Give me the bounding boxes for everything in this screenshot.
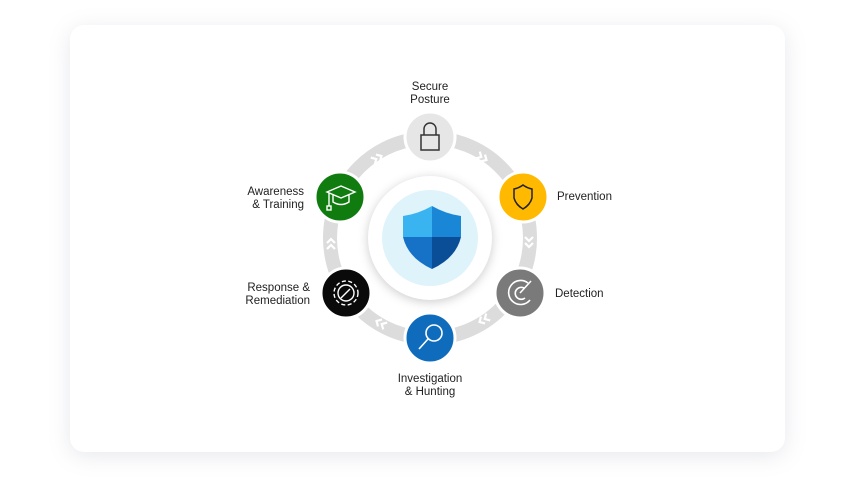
node-detection[interactable]: [493, 266, 547, 320]
node-awareness-training[interactable]: [313, 170, 367, 224]
label-line: & Training: [252, 199, 304, 211]
label-line: Response &: [247, 282, 310, 294]
magnifier-icon: [418, 324, 443, 350]
graduation-cap-icon: [325, 185, 357, 211]
node-secure-posture[interactable]: [403, 110, 457, 164]
label-prevention: Prevention: [557, 191, 612, 204]
label-secure-posture: Secure Posture: [390, 81, 470, 107]
label-line: Detection: [555, 288, 604, 300]
radar-icon: [507, 279, 532, 306]
label-line: Prevention: [557, 191, 612, 203]
chevron-arrows: [326, 151, 534, 330]
shield-outline-icon: [513, 184, 533, 210]
shield-icon: [403, 206, 461, 269]
label-investigation-hunting: Investigation & Hunting: [380, 373, 480, 399]
label-line: Awareness: [247, 186, 304, 198]
node-response-remediation[interactable]: [319, 266, 373, 320]
label-awareness-training: Awareness & Training: [214, 186, 304, 212]
node-prevention[interactable]: [496, 170, 550, 224]
label-detection: Detection: [555, 288, 604, 301]
label-line: Investigation: [397, 373, 463, 385]
lock-icon: [420, 122, 440, 151]
label-line: Posture: [410, 94, 450, 106]
node-investigation-hunting[interactable]: [403, 311, 457, 365]
label-response-remediation: Response & Remediation: [220, 282, 310, 308]
label-line: Secure: [411, 81, 449, 93]
label-line: & Hunting: [404, 386, 456, 398]
gear-wrench-icon: [333, 280, 359, 306]
label-line: Remediation: [245, 295, 310, 307]
